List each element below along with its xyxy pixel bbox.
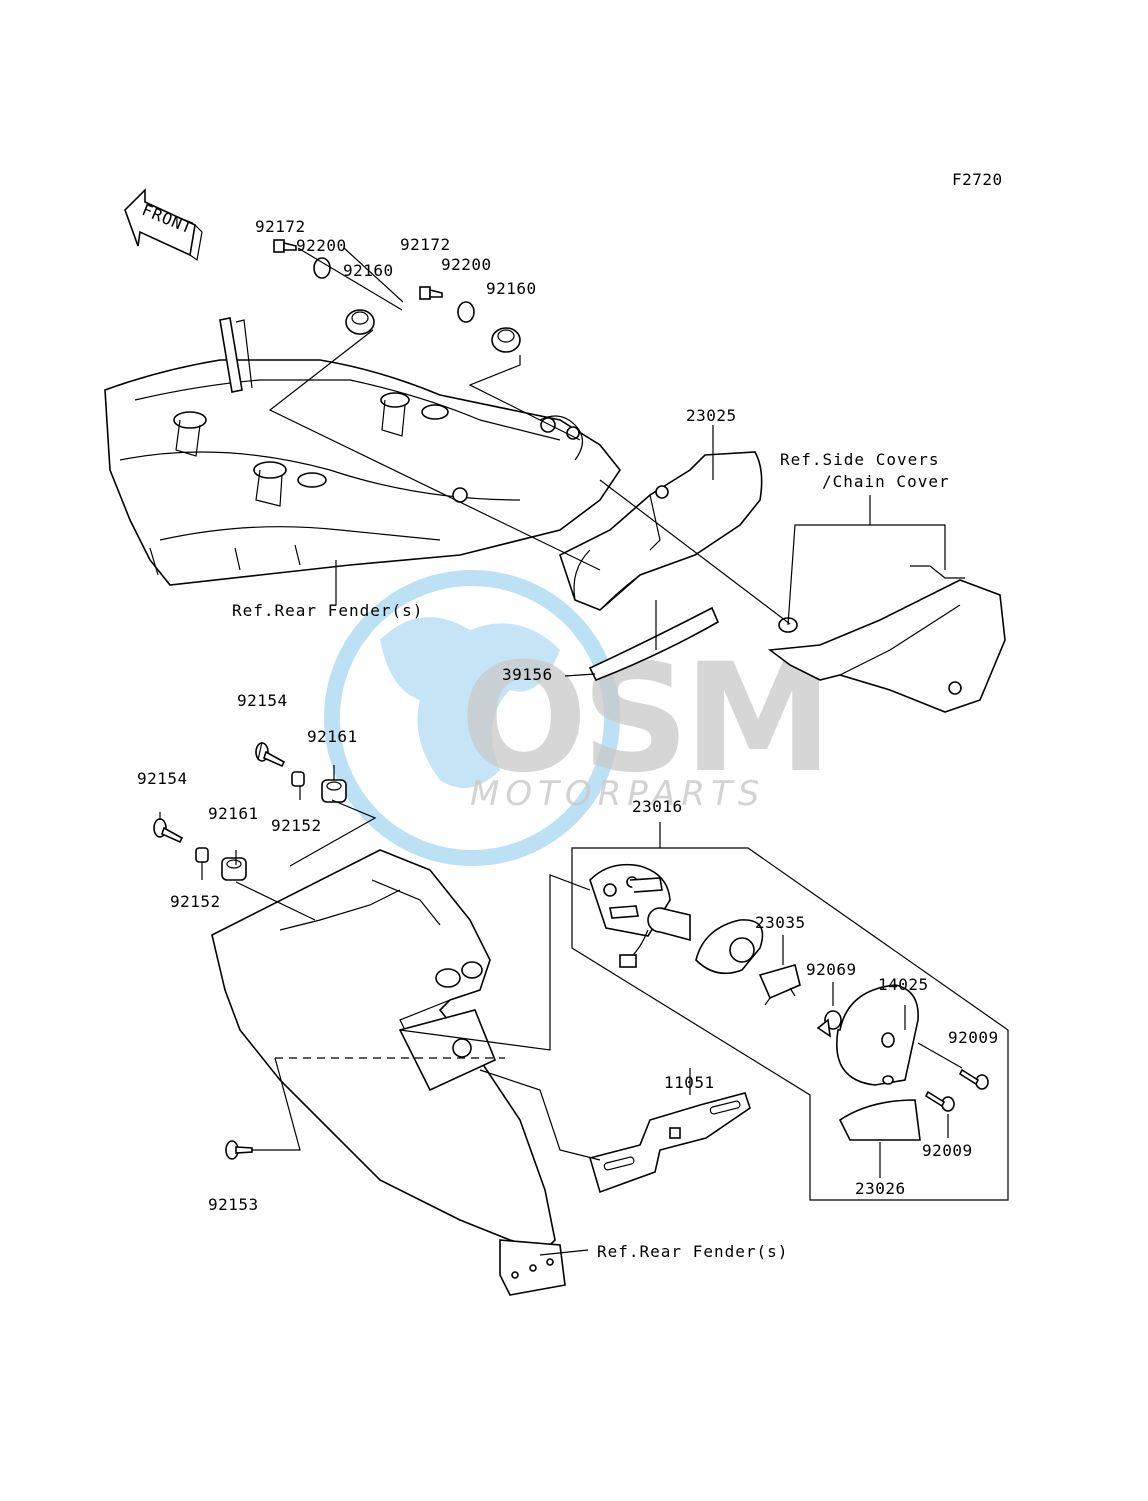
callout-92160-b: 92160 [486, 279, 537, 298]
leader-lines-lower [159, 741, 1009, 1256]
callout-92154-b: 92154 [137, 769, 188, 788]
callout-92161-b: 92161 [208, 804, 259, 823]
callout-ref-rear-fender-bottom: Ref.Rear Fender(s) [597, 1242, 788, 1261]
collar-92152-b [195, 847, 209, 863]
watermark-brand: OSM [460, 632, 827, 806]
bolt-92153 [225, 1140, 253, 1160]
washer-92200-b [457, 301, 475, 323]
callout-ref-rear-fender-top: Ref.Rear Fender(s) [232, 601, 423, 620]
callout-92009-a: 92009 [948, 1028, 999, 1047]
callout-23025: 23025 [686, 406, 737, 425]
license-bracket-11051 [588, 1092, 751, 1194]
grommet-92160-a [345, 309, 375, 335]
callout-92152-a: 92152 [271, 816, 322, 835]
watermark-globe-land [380, 617, 560, 788]
bolt-92154-a [255, 742, 286, 768]
callout-ref-side-covers: Ref.Side Covers [780, 450, 940, 469]
screw-92009-b [924, 1090, 955, 1112]
screw-92009-a [958, 1068, 989, 1090]
figure-code: F2720 [952, 170, 1003, 189]
callout-11051: 11051 [664, 1073, 715, 1092]
callout-labels: 92172 92200 92160 92172 92200 92160 2302… [137, 217, 999, 1261]
collar-92152-a [291, 771, 305, 787]
lens-14025 [836, 984, 919, 1086]
callout-92153: 92153 [208, 1195, 259, 1214]
callout-92069: 92069 [806, 960, 857, 979]
tail-cover-23025 [559, 451, 763, 611]
leader-lines-top [268, 247, 946, 677]
callout-92154-a: 92154 [237, 691, 288, 710]
watermark-globe-ring [324, 570, 620, 866]
rear-fender-lower [211, 849, 566, 1296]
reflector-23026 [838, 1099, 921, 1141]
callout-92200-a: 92200 [296, 236, 347, 255]
grommet-92160-b [491, 327, 521, 353]
callout-92161-a: 92161 [307, 727, 358, 746]
grommet-92161-b [221, 857, 247, 881]
callout-23035: 23035 [755, 913, 806, 932]
front-arrow-icon: FRONT [124, 188, 203, 262]
callout-92172-b: 92172 [400, 235, 451, 254]
callout-23026: 23026 [855, 1179, 906, 1198]
bolt-92172-b [419, 286, 443, 300]
bolt-92154-b [153, 818, 184, 844]
bulb-holder-23035 [695, 919, 764, 975]
strip-39156 [588, 606, 720, 682]
callout-92160-a: 92160 [343, 261, 394, 280]
callout-14025: 14025 [878, 975, 929, 994]
grommet-92161-a [321, 779, 347, 803]
watermark-sub: MOTORPARTS [470, 774, 765, 814]
callout-92200-b: 92200 [441, 255, 492, 274]
callout-39156: 39156 [502, 665, 553, 684]
bolt-92172-a [273, 239, 297, 253]
clip-23035 [758, 964, 801, 1006]
side-cover-chain-cover [767, 565, 1006, 713]
watermark: OSM MOTORPARTS [324, 570, 833, 866]
tail-light-socket [619, 907, 691, 968]
callout-92172-a: 92172 [255, 217, 306, 236]
washer-92200-a [313, 257, 331, 279]
callout-23016: 23016 [632, 797, 683, 816]
callout-ref-chain-cover: /Chain Cover [822, 472, 950, 491]
callout-92152-b: 92152 [170, 892, 221, 911]
callout-92009-b: 92009 [922, 1141, 973, 1160]
bulb-92069 [816, 1010, 842, 1038]
rear-fender-upper-frame [104, 317, 621, 586]
